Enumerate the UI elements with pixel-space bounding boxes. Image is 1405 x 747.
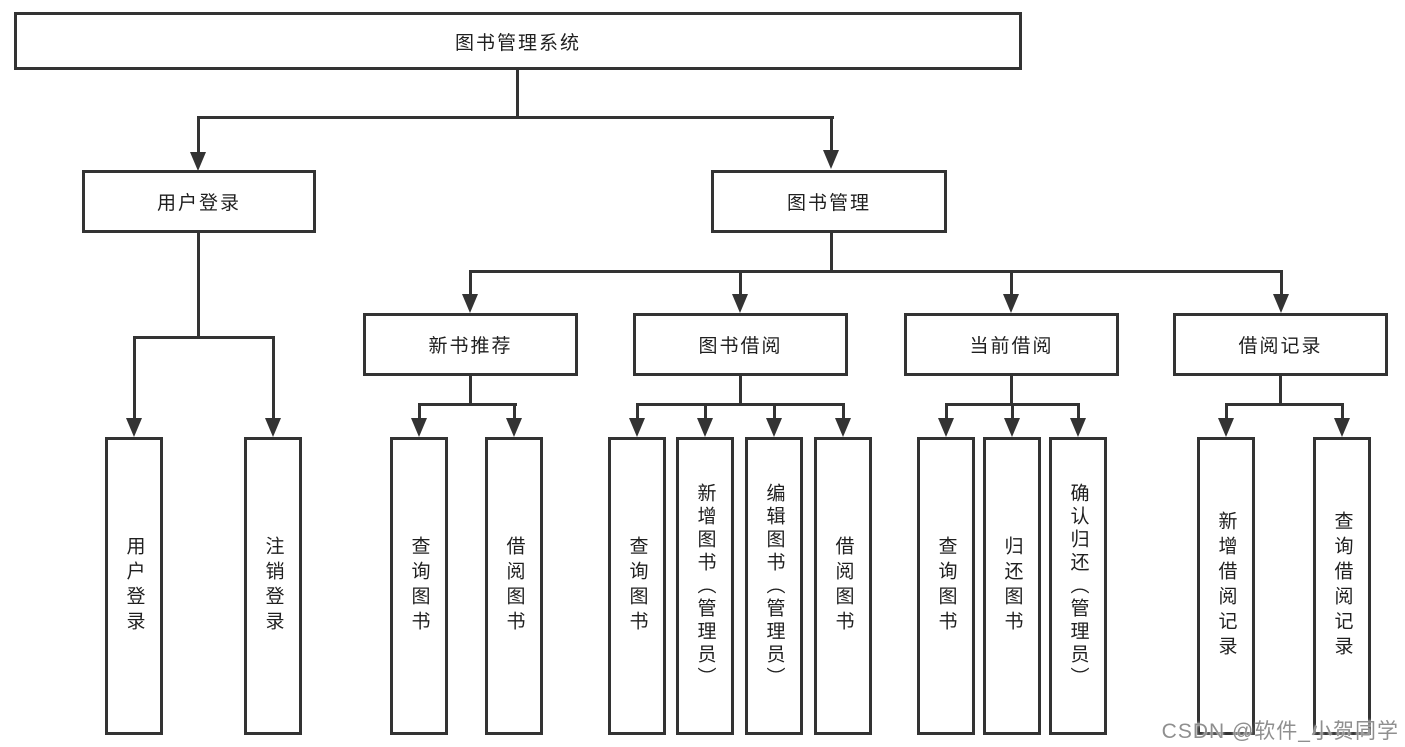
edge-userlogin-hbar (133, 336, 275, 339)
arrowhead-bb-add (697, 418, 713, 437)
arrowhead-book-mgmt (823, 150, 839, 169)
arrowhead-br-query (1334, 418, 1350, 437)
edge-bookmgmt-drop-4 (1280, 270, 1283, 298)
edge-br-drop-2 (1341, 403, 1344, 421)
node-login-leaf: 用户登录 (105, 437, 163, 735)
arrowhead-current-borrow (1003, 294, 1019, 313)
arrowhead-bb-borrow (835, 418, 851, 437)
edge-bb-drop-1 (636, 403, 639, 421)
edge-nbr-hbar (418, 403, 517, 406)
edge-root-drop-left (197, 116, 200, 156)
edge-cb-drop-1 (945, 403, 948, 421)
edge-bookmgmt-hbar (469, 270, 1283, 273)
arrowhead-login-leaf (126, 418, 142, 437)
node-new-book-rec: 新书推荐 (363, 313, 578, 376)
arrowhead-cb-query (938, 418, 954, 437)
edge-userlogin-stem (197, 233, 200, 339)
edge-root-drop-right (830, 116, 833, 154)
edge-nbr-stem (469, 376, 472, 406)
node-root: 图书管理系统 (14, 12, 1022, 70)
node-br-add: 新增借阅记录 (1197, 437, 1255, 735)
arrowhead-user-login (190, 152, 206, 171)
arrowhead-cb-confirm (1070, 418, 1086, 437)
node-book-borrow: 图书借阅 (633, 313, 848, 376)
arrowhead-logout-leaf (265, 418, 281, 437)
node-cb-query: 查询图书 (917, 437, 975, 735)
edge-br-drop-1 (1225, 403, 1228, 421)
edge-br-hbar (1225, 403, 1344, 406)
node-nbr-borrow: 借阅图书 (485, 437, 543, 735)
node-user-login: 用户登录 (82, 170, 316, 233)
node-book-mgmt: 图书管理 (711, 170, 947, 233)
arrowhead-bb-edit (766, 418, 782, 437)
arrowhead-bb-query (629, 418, 645, 437)
arrowhead-book-borrow (732, 294, 748, 313)
edge-nbr-drop-1 (418, 403, 421, 421)
node-bb-edit: 编辑图书（管理员） (745, 437, 803, 735)
arrowhead-cb-return (1004, 418, 1020, 437)
node-br-query: 查询借阅记录 (1313, 437, 1371, 735)
node-nbr-query: 查询图书 (390, 437, 448, 735)
node-cb-return: 归还图书 (983, 437, 1041, 735)
edge-bookmgmt-drop-2 (739, 270, 742, 298)
node-cb-confirm: 确认归还（管理员） (1049, 437, 1107, 735)
edge-bb-drop-2 (704, 403, 707, 421)
edge-bookmgmt-drop-3 (1010, 270, 1013, 298)
node-logout-leaf: 注销登录 (244, 437, 302, 735)
edge-bookmgmt-stem (830, 233, 833, 273)
edge-userlogin-drop-2 (272, 336, 275, 421)
node-bb-borrow: 借阅图书 (814, 437, 872, 735)
edge-cb-drop-2 (1011, 403, 1014, 421)
edge-cb-drop-3 (1077, 403, 1080, 421)
edge-bb-stem (739, 376, 742, 406)
edge-nbr-drop-2 (513, 403, 516, 421)
edge-bb-hbar (636, 403, 845, 406)
edge-root-hbar (197, 116, 834, 119)
arrowhead-nbr-borrow (506, 418, 522, 437)
node-borrow-records: 借阅记录 (1173, 313, 1388, 376)
arrowhead-nbr-query (411, 418, 427, 437)
node-current-borrow: 当前借阅 (904, 313, 1119, 376)
node-bb-add: 新增图书（管理员） (676, 437, 734, 735)
node-bb-query: 查询图书 (608, 437, 666, 735)
arrowhead-br-add (1218, 418, 1234, 437)
edge-bb-drop-3 (773, 403, 776, 421)
edge-userlogin-drop-1 (133, 336, 136, 421)
arrowhead-new-book-rec (462, 294, 478, 313)
edge-root-stem (516, 70, 519, 118)
csdn-watermark: CSDN @软件_小贺同学 (1161, 720, 1399, 743)
edge-br-stem (1279, 376, 1282, 406)
arrowhead-borrow-records (1273, 294, 1289, 313)
edge-cb-stem (1010, 376, 1013, 406)
edge-bb-drop-4 (842, 403, 845, 421)
edge-bookmgmt-drop-1 (469, 270, 472, 298)
